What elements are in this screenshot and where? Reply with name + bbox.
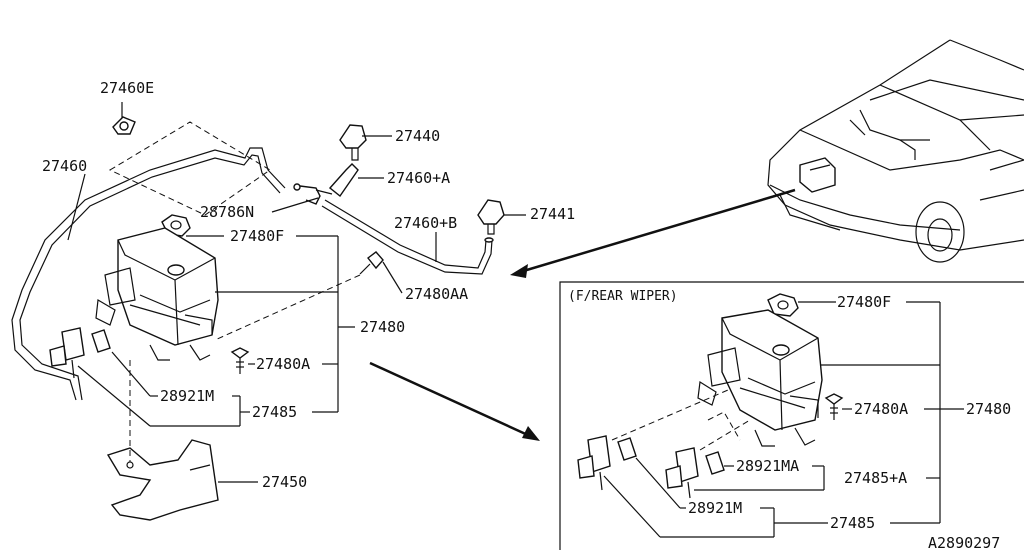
inset-leader-lines — [603, 301, 964, 538]
rear-hose-part — [321, 199, 494, 275]
inset-washer-tank-part — [697, 309, 823, 447]
label-27485: 27485 — [252, 403, 297, 421]
washer-tank-part — [95, 227, 219, 361]
vehicle-illustration — [767, 39, 1024, 263]
label-27480A: 27480A — [256, 355, 310, 373]
inset-title: (F/REAR WIPER) — [568, 289, 678, 304]
main-assembly — [11, 102, 526, 521]
tank-bracket-part — [106, 360, 219, 521]
tank-screw-part — [230, 347, 250, 374]
label-27460B: 27460+B — [394, 214, 457, 232]
pump-grommet-part — [91, 329, 111, 353]
inset-pump-part — [577, 435, 611, 491]
inset-pump-secondary-part — [665, 447, 699, 499]
label-27460: 27460 — [42, 157, 87, 175]
label-28921M: 28921M — [160, 387, 214, 405]
inset-grommet-part — [617, 437, 637, 461]
inset-label-27480A: 27480A — [854, 400, 908, 418]
inset-label-27485: 27485 — [830, 514, 875, 532]
label-27480: 27480 — [360, 318, 405, 336]
inset-label-27480: 27480 — [966, 400, 1011, 418]
diagram-code: A2890297 — [928, 534, 1000, 552]
washer-hose-part — [11, 147, 286, 401]
inset-label-28921M: 28921M — [688, 499, 742, 517]
rear-nozzle-part — [477, 199, 505, 235]
label-27480F: 27480F — [230, 227, 284, 245]
rear-wiper-inset: (F/REAR WIPER) — [559, 281, 1024, 550]
inset-grommet-secondary-part — [705, 451, 725, 475]
label-27441: 27441 — [530, 205, 575, 223]
label-27440: 27440 — [395, 127, 440, 145]
washer-pump-part — [49, 327, 85, 379]
label-27480AA: 27480AA — [405, 285, 468, 303]
label-28786N: 28786N — [200, 203, 254, 221]
leader-lines — [67, 102, 526, 483]
label-27460A: 27460+A — [387, 169, 450, 187]
inset-screw-part — [824, 393, 844, 420]
tank-bolt-part — [214, 251, 384, 341]
washer-nozzle-part — [339, 124, 367, 161]
pointer-arrows — [369, 188, 796, 441]
main-part-labels: 27460E 27460 27440 27460+A 28786N 27460+… — [42, 79, 575, 491]
hose-clip-part — [112, 116, 136, 135]
label-27460E: 27460E — [100, 79, 154, 97]
inset-label-28921MA: 28921MA — [736, 457, 799, 475]
label-27450: 27450 — [262, 473, 307, 491]
inset-label-27480F: 27480F — [837, 293, 891, 311]
inset-label-27485A: 27485+A — [844, 469, 907, 487]
short-hose-part — [328, 163, 359, 198]
